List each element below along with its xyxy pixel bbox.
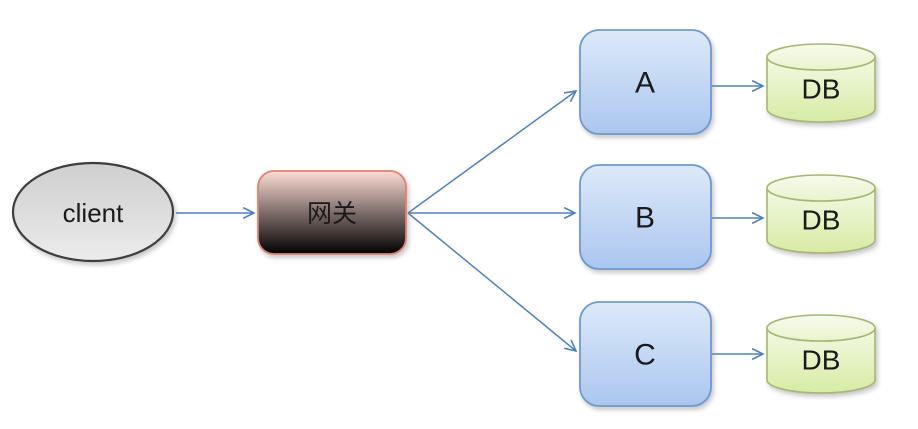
service-b-label: B — [635, 202, 655, 235]
node-db-a: DB — [766, 43, 876, 123]
gateway-label: 网关 — [307, 200, 357, 228]
db-c-label: DB — [802, 345, 841, 376]
db-b-cylinder-top — [766, 174, 876, 202]
node-client: client — [11, 161, 175, 263]
node-service-a: A — [579, 29, 712, 135]
node-service-b: B — [579, 164, 712, 270]
service-a-label: A — [635, 67, 655, 100]
gateway-box-shape — [257, 170, 407, 255]
client-label: client — [63, 198, 124, 228]
service-b-box-shape — [579, 164, 712, 270]
node-gateway: 网关 — [257, 170, 407, 255]
service-c-label: C — [634, 339, 656, 372]
arrow-gateway-to-service-a — [407, 91, 576, 214]
node-db-b: DB — [766, 174, 876, 254]
client-ellipse-shape — [11, 161, 175, 263]
node-service-c: C — [579, 301, 712, 407]
connectors — [176, 86, 763, 354]
db-a-label: DB — [802, 74, 841, 105]
service-a-box-shape — [579, 29, 712, 135]
db-c-cylinder-top — [766, 314, 876, 342]
service-c-box-shape — [579, 301, 712, 407]
arrow-gateway-to-service-c — [407, 212, 576, 351]
db-a-cylinder-top — [766, 43, 876, 71]
db-b-label: DB — [802, 205, 841, 236]
node-db-c: DB — [766, 314, 876, 394]
